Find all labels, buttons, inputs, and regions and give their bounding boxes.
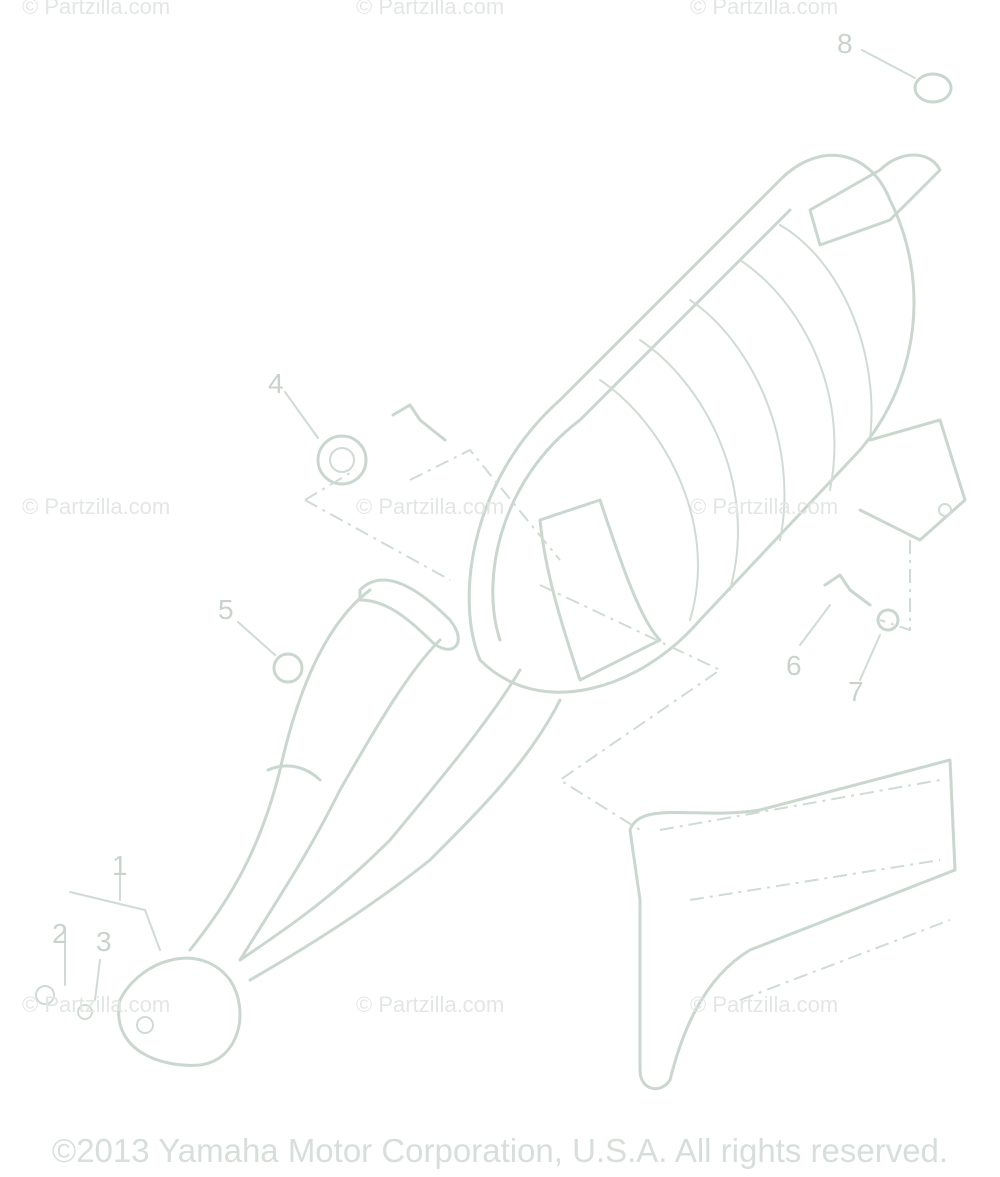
- callout-3: 3: [96, 926, 112, 957]
- watermark: © Partzilla.com: [690, 494, 839, 519]
- part-5-nut: [272, 652, 304, 684]
- callout-7: 7: [848, 676, 864, 707]
- front-flange: [358, 578, 460, 651]
- callout-1: 1: [112, 850, 128, 881]
- engine-flange: [117, 956, 242, 1067]
- bolt-top: [391, 403, 447, 442]
- part-4-gasket: [316, 434, 368, 486]
- muffler-bracket: [858, 418, 967, 542]
- tail-pipe: [808, 153, 942, 247]
- watermark: © Partzilla.com: [356, 494, 505, 519]
- callout-4: 4: [268, 368, 284, 399]
- part-6-bolt: [823, 573, 872, 607]
- copyright-notice: ©2013 Yamaha Motor Corporation, U.S.A. A…: [51, 1132, 949, 1169]
- watermark: © Partzilla.com: [22, 0, 171, 19]
- callout-5: 5: [218, 594, 234, 625]
- part-7-washer: [876, 608, 900, 632]
- part-8-grommet: [913, 72, 953, 104]
- watermark: © Partzilla.com: [690, 992, 839, 1017]
- callout-6: 6: [786, 650, 802, 681]
- watermark: © Partzilla.com: [356, 0, 505, 19]
- frame-bracket: [628, 758, 957, 1091]
- callout-8: 8: [837, 28, 853, 59]
- callout-2: 2: [52, 918, 68, 949]
- watermark: © Partzilla.com: [22, 992, 171, 1017]
- watermark: © Partzilla.com: [22, 494, 171, 519]
- watermark: © Partzilla.com: [690, 0, 839, 19]
- watermark: © Partzilla.com: [356, 992, 505, 1017]
- muffler-body: [467, 153, 916, 694]
- exhaust-pipe: [188, 588, 372, 952]
